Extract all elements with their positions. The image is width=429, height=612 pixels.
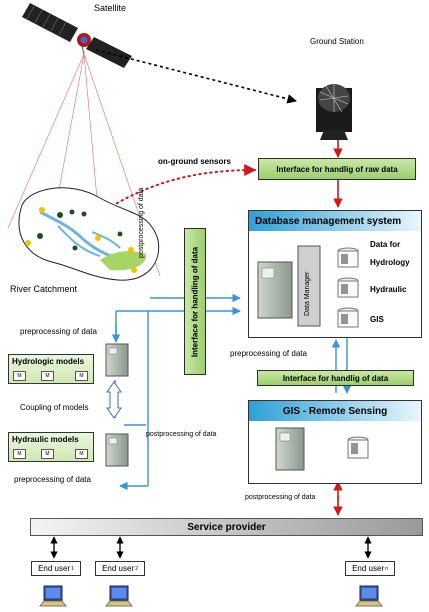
coupling-arrow bbox=[106, 381, 122, 419]
data-manager-label: Data Manager bbox=[304, 271, 311, 316]
interface-vertical: Interface for handling of data bbox=[184, 228, 206, 375]
end-user-index: n bbox=[385, 565, 388, 572]
dbms-item-hydrology: Hydrology bbox=[370, 258, 410, 267]
preprocessing-1-label: preprocessing of data bbox=[20, 327, 97, 336]
ground-station-label: Ground Station bbox=[310, 37, 364, 46]
river-catchment-label: River Catchment bbox=[10, 284, 78, 294]
dbms-data-for: Data for bbox=[370, 240, 401, 249]
model-cell: M bbox=[75, 371, 88, 381]
model-cell: M bbox=[13, 371, 26, 381]
model-cell: M bbox=[41, 371, 54, 381]
end-user-label: End user bbox=[102, 564, 135, 573]
end-user-index: 2 bbox=[135, 565, 138, 572]
postprocessing-vertical-label: postprocessing of data bbox=[138, 187, 145, 258]
hydrologic-models-title: Hydrologic models bbox=[12, 357, 85, 366]
hydraulic-models-box: Hydraulic models M M M bbox=[8, 432, 94, 462]
end-user-label: End user bbox=[352, 564, 385, 573]
interface-gis: Interface for handlig of data bbox=[257, 370, 414, 386]
hydrologic-models-box: Hydrologic models M M M bbox=[8, 354, 94, 384]
end-user-label: End user bbox=[38, 564, 71, 573]
interface-gis-label: Interface for handlig of data bbox=[282, 373, 389, 383]
hydraulic-models-title: Hydraulic models bbox=[12, 435, 79, 444]
dbms-panel: Database management system bbox=[248, 210, 422, 338]
on-ground-sensors-label: on-ground sensors bbox=[158, 157, 231, 166]
satellite-link bbox=[95, 49, 297, 104]
interface-vertical-label: Interface for handling of data bbox=[190, 246, 200, 357]
postprocessing-mid-label: postprocessing of data bbox=[146, 431, 217, 438]
service-provider-bar: Service provider bbox=[30, 518, 423, 536]
interface-raw-data: Interface for handlig of raw data bbox=[258, 158, 416, 180]
satellite-label: Satellite bbox=[94, 3, 127, 13]
gis-title: GIS - Remote Sensing bbox=[249, 401, 421, 421]
model-cell: M bbox=[75, 449, 88, 459]
end-user-arrows bbox=[50, 536, 372, 559]
end-user-index: 1 bbox=[71, 565, 74, 572]
preprocessing-2-label: preprocessing of data bbox=[14, 475, 91, 484]
postprocessing-gis-label: postprocessing of data bbox=[245, 494, 316, 501]
sensor-dots bbox=[97, 164, 257, 216]
interface-raw-data-label: Interface for handlig of raw data bbox=[276, 164, 398, 174]
dbms-item-hydraulic: Hydraulic bbox=[370, 285, 407, 294]
coupling-label: Coupling of models bbox=[20, 403, 89, 412]
model-cell: M bbox=[13, 449, 26, 459]
preprocessing-db-label: preprocessing of data bbox=[230, 349, 307, 358]
gis-panel: GIS - Remote Sensing bbox=[248, 400, 422, 484]
ground-station-icon bbox=[316, 84, 352, 140]
dbms-title: Database management system bbox=[249, 211, 421, 231]
model-cell: M bbox=[41, 449, 54, 459]
dbms-item-gis: GIS bbox=[370, 315, 384, 324]
river-catchment-icon bbox=[18, 187, 160, 281]
